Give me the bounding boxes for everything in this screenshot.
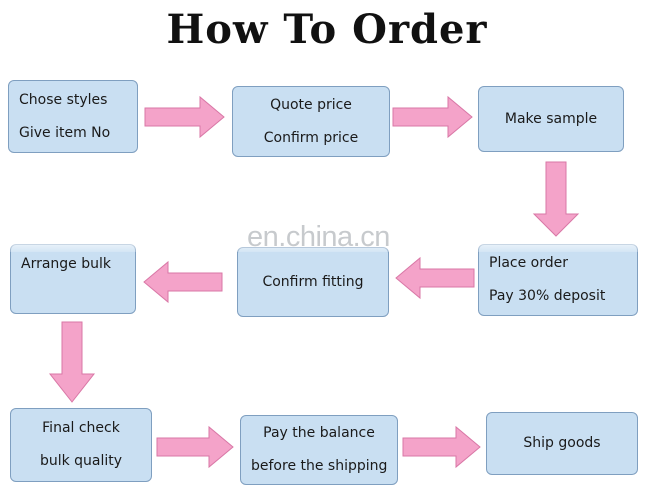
step-pay-balance: Pay the balance before the shipping bbox=[240, 415, 398, 485]
step-chose-styles: Chose styles Give item No bbox=[8, 80, 138, 153]
arrow-right-icon bbox=[156, 425, 234, 469]
step-confirm-fitting: Confirm fitting bbox=[237, 247, 389, 317]
arrow-down-icon bbox=[48, 321, 96, 403]
arrow-down-icon bbox=[532, 161, 580, 237]
step-line: Pay 30% deposit bbox=[489, 288, 606, 304]
step-line: Ship goods bbox=[523, 435, 601, 451]
step-place-order: Place order Pay 30% deposit bbox=[478, 244, 638, 316]
step-line: Place order bbox=[489, 255, 569, 271]
image-band bbox=[0, 236, 654, 252]
step-line: bulk quality bbox=[39, 453, 123, 469]
step-line: Confirm price bbox=[263, 129, 359, 146]
step-line: Confirm fitting bbox=[262, 273, 364, 290]
step-line: Quote price bbox=[270, 96, 352, 113]
step-quote-price: Quote price Confirm price bbox=[232, 86, 390, 157]
step-line: Make sample bbox=[504, 110, 598, 127]
step-ship-goods: Ship goods bbox=[486, 412, 638, 475]
step-line: Arrange bulk bbox=[21, 255, 112, 272]
diagram-title: How To Order bbox=[166, 6, 488, 53]
watermark: en.china.cn bbox=[247, 221, 390, 253]
step-line: before the shipping bbox=[251, 458, 388, 474]
step-final-check: Final check bulk quality bbox=[10, 408, 152, 482]
step-line: Pay the balance bbox=[263, 425, 375, 441]
arrow-right-icon bbox=[402, 425, 481, 469]
step-line: Final check bbox=[42, 420, 120, 436]
arrow-right-icon bbox=[144, 95, 225, 139]
step-make-sample: Make sample bbox=[478, 86, 624, 152]
step-line: Give item No bbox=[19, 124, 111, 141]
arrow-left-icon bbox=[143, 260, 223, 304]
step-line: Chose styles bbox=[19, 91, 108, 108]
arrow-left-icon bbox=[395, 256, 475, 300]
arrow-right-icon bbox=[392, 95, 473, 139]
